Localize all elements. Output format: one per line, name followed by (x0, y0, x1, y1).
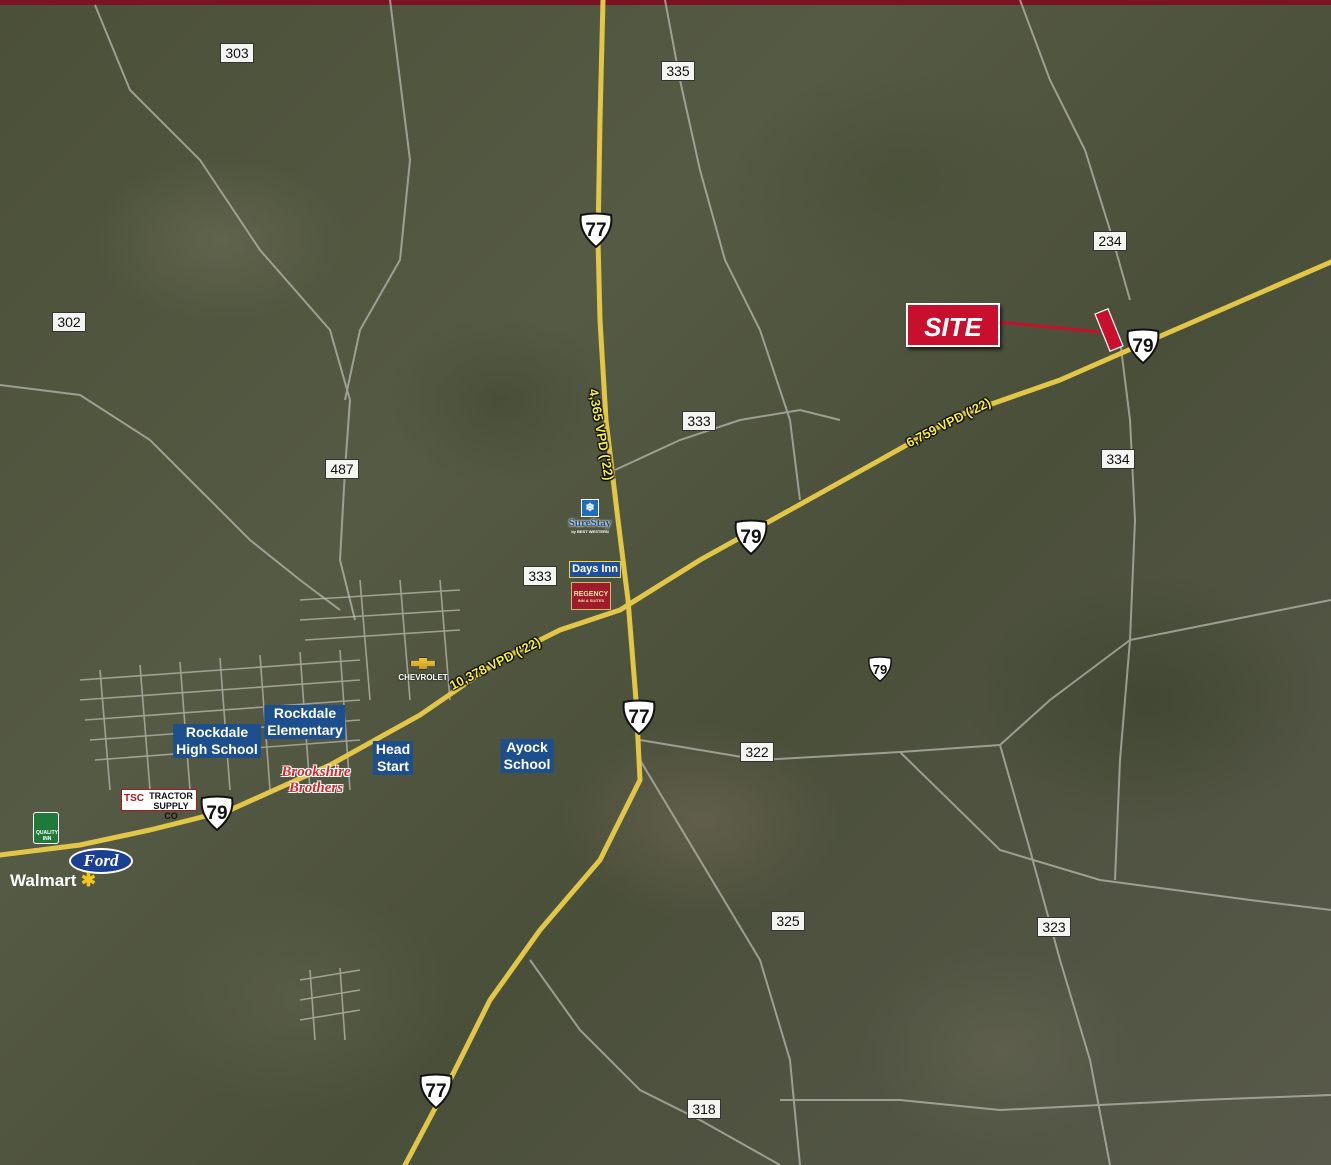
fm-334-shield: 334 (1101, 449, 1135, 469)
fm-333-shield: 333 (682, 411, 716, 431)
fm-318-shield: 318 (687, 1099, 721, 1119)
fm-487-shield: 487 (325, 459, 359, 479)
us-79-shield-center: 79 (733, 519, 769, 555)
surestay-mark-icon: ❄ (581, 499, 599, 517)
road-east (899, 751, 1331, 911)
walmart-logo: Walmart ✱ (10, 870, 96, 890)
road-318 (529, 959, 781, 1165)
road-334 (1114, 339, 1137, 881)
fm-325-shield: 325 (771, 911, 805, 931)
road-333-east (614, 408, 841, 471)
school-rockdale-high: Rockdale High School (173, 724, 261, 758)
road-323 (999, 744, 1111, 1165)
brookshire-brothers-logo: Brookshire Brothers (281, 764, 351, 796)
fm-323-shield: 323 (1037, 917, 1071, 937)
road-322 (639, 599, 1331, 762)
fm-333b-shield: 333 (523, 566, 557, 586)
us-79 (0, 259, 1331, 858)
ford-logo: Ford (69, 848, 133, 874)
fm-302-shield: 302 (52, 312, 86, 332)
regency-inn-logo: REGENCY INN & SUITES (571, 582, 611, 610)
site-parcel (1094, 308, 1124, 352)
us-79-shield-west: 79 (199, 795, 235, 831)
fm-234-shield: 234 (1093, 231, 1127, 251)
days-inn-logo: Days Inn (569, 561, 621, 578)
quality-inn-logo: QUALITY INN (33, 812, 59, 844)
site-label[interactable]: SITE (906, 303, 1000, 347)
us-77-shield-north: 77 (578, 212, 614, 248)
road-234 (1019, 0, 1131, 301)
school-head-start: Head Start (372, 741, 414, 775)
road-south (780, 1094, 1331, 1112)
walmart-spark-icon: ✱ (80, 870, 96, 890)
chevrolet-bowtie-icon (410, 657, 436, 670)
school-rockdale-elementary: Rockdale Elementary (264, 705, 346, 739)
road-303 (94, 4, 356, 621)
fm-335-shield: 335 (661, 61, 695, 81)
tractor-supply-text: TRACTOR SUPPLY CO (149, 791, 193, 821)
surestay-logo: ❄ SureStay by BEST WESTERN (564, 499, 616, 545)
us-77-shield-center: 77 (621, 699, 657, 735)
us-79-shield-site: 79 (1125, 328, 1161, 364)
chevrolet-logo: CHEVROLET (394, 657, 452, 687)
school-ayock: Ayock School (500, 739, 554, 773)
fm-303-shield: 303 (220, 43, 254, 63)
site-pointer (997, 320, 1101, 334)
us-79-shield-small: 79 (867, 656, 893, 682)
us-77-shield-south: 77 (418, 1073, 454, 1109)
road-302 (0, 384, 341, 611)
tractor-supply-logo: TSC TRACTOR SUPPLY CO (121, 789, 197, 821)
road-325 (639, 759, 801, 1165)
road-487 (344, 0, 412, 401)
tsc-mark-icon: TSC (124, 793, 144, 804)
us-77-north (595, 0, 643, 783)
fm-322-shield: 322 (740, 742, 774, 762)
